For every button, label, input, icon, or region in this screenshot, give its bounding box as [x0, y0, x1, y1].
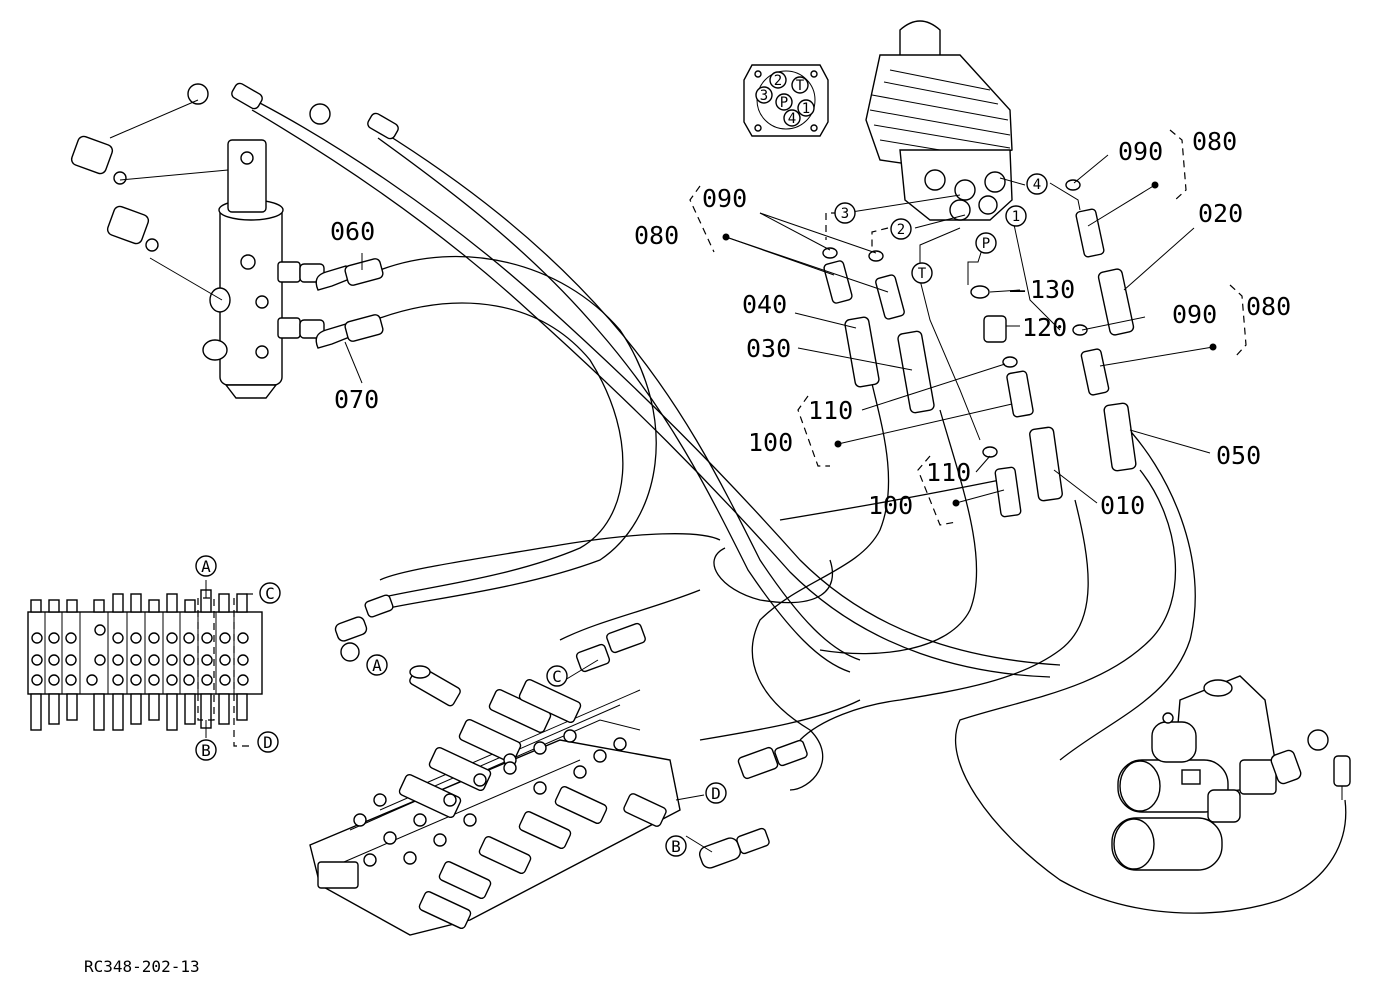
pilot-hoses: [251, 101, 1347, 914]
callout-040: 040: [742, 290, 787, 319]
part-callouts: 090 080 040 030 110 100 110 100 010 050 …: [330, 127, 1291, 520]
callout-080-top: 080: [1192, 127, 1237, 156]
marker-d-schematic-label: D: [263, 733, 273, 752]
drawing-reference: RC348-202-13: [84, 957, 200, 976]
marker-d-main: [705, 782, 727, 804]
joystick-pilot-valve: [865, 20, 1013, 221]
marker-b-main-label: B: [671, 837, 681, 856]
port-markers: 3 2 4 1 P T: [834, 173, 1048, 284]
marker-c-schematic: [259, 582, 281, 604]
port-3-marker: [834, 202, 856, 224]
face-port-1: 1: [802, 101, 810, 117]
callout-060: 060: [330, 217, 375, 246]
group-dots: [722, 181, 1217, 507]
callout-120: 120: [1022, 313, 1067, 342]
marker-b-main: [665, 835, 687, 857]
port-4-label: 4: [1033, 177, 1041, 193]
face-port-4: 4: [788, 111, 796, 127]
schematic-markers: A B C D: [195, 555, 281, 761]
pilot-valve-port-face: T 2 3 P 4 1: [743, 64, 829, 137]
callout-070: 070: [334, 385, 379, 414]
callout-050: 050: [1216, 441, 1261, 470]
solenoid-valve-assembly: [1111, 675, 1351, 871]
port-t-label: T: [918, 266, 927, 282]
port-1-marker: [1005, 205, 1027, 227]
port-1-label: 1: [1012, 209, 1020, 225]
callout-090-right: 090: [1172, 300, 1217, 329]
callout-080-left: 080: [634, 221, 679, 250]
port-t-marker: [911, 262, 933, 284]
callout-100-mid: 100: [868, 491, 913, 520]
marker-d-schematic: [257, 731, 279, 753]
port-3-label: 3: [841, 206, 849, 222]
face-port-3: 3: [760, 88, 768, 104]
port-leader-lines: [825, 177, 1081, 441]
shuttle-valve-assembly: [70, 82, 399, 399]
marker-c-schematic-label: C: [265, 584, 275, 603]
marker-b-schematic-label: B: [201, 741, 211, 760]
port-2-label: 2: [897, 222, 905, 238]
main-valve-markers: A C D B: [366, 654, 727, 857]
marker-c-main-label: C: [552, 667, 562, 686]
marker-a-schematic-label: A: [201, 557, 211, 576]
callout-080-right: 080: [1246, 292, 1291, 321]
callout-090-top: 090: [1118, 137, 1163, 166]
callout-130-dash: –: [1010, 275, 1026, 304]
callout-130: 130: [1030, 275, 1075, 304]
port-p-label: P: [982, 236, 990, 252]
marker-c-main: [546, 665, 568, 687]
marker-d-main-label: D: [711, 784, 721, 803]
callout-090-left: 090: [702, 184, 747, 213]
callout-010: 010: [1100, 491, 1145, 520]
port-p-marker: [975, 232, 997, 254]
marker-a-schematic: [195, 555, 217, 577]
callout-110-mid: 110: [926, 458, 971, 487]
port-2-marker: [890, 218, 912, 240]
control-valve-schematic: [27, 580, 263, 747]
marker-b-schematic: [195, 739, 217, 761]
port-4-marker: [1026, 173, 1048, 195]
marker-a-main: [366, 654, 388, 676]
face-port-t: T: [796, 78, 805, 94]
face-port-p: P: [780, 95, 788, 111]
callout-030: 030: [746, 334, 791, 363]
face-port-2: 2: [774, 73, 782, 89]
marker-a-main-label: A: [372, 656, 382, 675]
callout-100-left: 100: [748, 428, 793, 457]
callout-020: 020: [1198, 199, 1243, 228]
main-control-valve: [309, 594, 808, 936]
callout-leaders: [344, 154, 1214, 504]
group-brackets: [689, 129, 1247, 526]
hose-fittings: [822, 179, 1137, 518]
callout-110-left: 110: [808, 396, 853, 425]
